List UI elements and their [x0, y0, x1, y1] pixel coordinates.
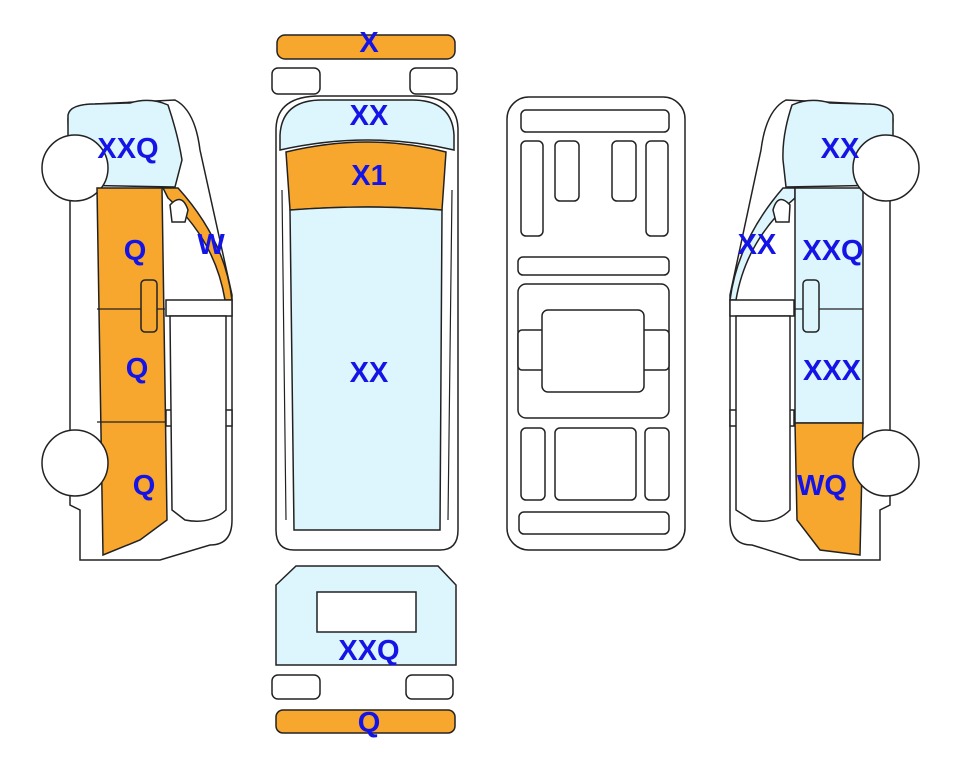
right-front-wheel [852, 134, 920, 202]
rear-view [271, 565, 457, 734]
underside-part [520, 109, 670, 133]
underside-part [554, 140, 580, 202]
underside-part [518, 511, 670, 535]
label-left-front-door: Q [124, 235, 147, 267]
right-side-panel [735, 315, 791, 522]
label-left-rear: Q [133, 470, 156, 502]
left-side-panel [169, 315, 227, 522]
label-left-window: W [197, 229, 225, 261]
left-headlight [271, 67, 321, 95]
underside-part [520, 140, 544, 237]
windshield-panel[interactable] [279, 99, 455, 151]
label-right-fender: XX [821, 133, 860, 165]
underside-part [611, 140, 637, 202]
underside-part [645, 140, 669, 237]
label-right-middle: XXX [803, 355, 862, 387]
underside-view [506, 96, 686, 551]
right-rear-panel[interactable] [794, 422, 864, 556]
label-windshield: XX [350, 100, 389, 132]
label-right-rear: WQ [797, 470, 847, 502]
left-rail [165, 299, 233, 317]
label-right-window: XX [738, 229, 777, 261]
left-rear-wheel [41, 429, 109, 497]
front-bumper[interactable] [276, 34, 456, 60]
rear-window [316, 591, 417, 633]
underside-part [644, 427, 670, 501]
right-taillight [405, 674, 454, 700]
label-front-bumper: X [359, 27, 379, 59]
label-roof: XX [350, 357, 389, 389]
left-taillight [271, 674, 321, 700]
label-rear-door: XXQ [338, 635, 399, 667]
front-view [271, 34, 458, 95]
left-side-view [41, 99, 233, 561]
right-side-view [729, 99, 920, 561]
label-rear-bumper: Q [358, 707, 381, 739]
left-mirror [169, 198, 189, 223]
damage-labels: X XX X1 XX XXQ Q XXQ Q W Q Q XX XX XXQ X… [97, 27, 863, 739]
right-mirror [772, 198, 791, 223]
left-front-wheel [41, 134, 109, 202]
underside-part [520, 427, 546, 501]
label-right-front-door: XXQ [802, 235, 863, 267]
roof-panel[interactable] [289, 206, 443, 531]
right-rail [729, 299, 795, 317]
label-hood: X1 [351, 160, 386, 192]
top-view [275, 95, 459, 551]
left-door-handle [140, 279, 158, 333]
rear-bumper[interactable] [275, 709, 456, 734]
right-headlight [409, 67, 458, 95]
underside-part [554, 427, 637, 501]
right-door-handle [802, 279, 820, 333]
label-left-middle: Q [126, 353, 149, 385]
underside-part [517, 256, 670, 276]
right-rear-wheel [852, 429, 920, 497]
label-left-fender: XXQ [97, 133, 158, 165]
underside-part [541, 309, 645, 393]
top-side-lines [281, 189, 453, 521]
